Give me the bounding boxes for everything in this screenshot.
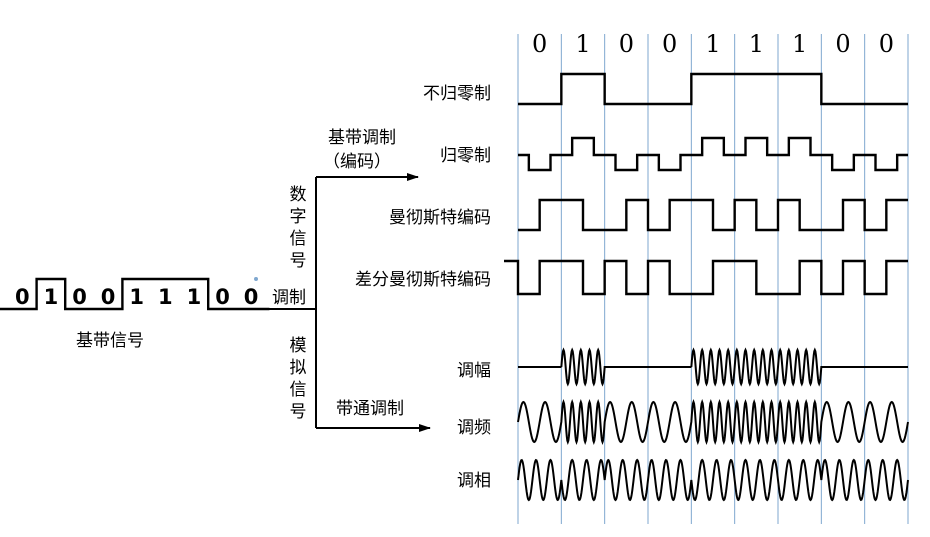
baseband-bit-label: 0 [15,285,30,309]
diff-manchester-waveform [504,259,908,296]
baseband-bit-label: 0 [244,285,259,309]
rz-label: 归零制 [440,146,491,166]
vertical-char: 号 [290,402,307,422]
baseband-bit-label: 1 [129,285,144,309]
nrz-label: 不归零制 [423,84,491,104]
baseband-mod-label: 基带调制 [328,128,396,148]
baseband-bit-label: 1 [187,285,202,309]
baseband-bit-label: 0 [101,285,116,309]
baseband-bit-label: 1 [158,285,173,309]
nrz-waveform [518,72,908,106]
rz-waveform [518,136,908,172]
vertical-char: 模 [290,336,307,356]
bit-label: 0 [879,30,894,58]
baseband-mod-sublabel: （编码） [323,152,391,172]
modulation-label: 调制 [272,288,306,308]
fm-waveform [517,399,909,445]
manchester-label: 曼彻斯特编码 [389,208,491,228]
vertical-char: 信 [290,380,307,400]
vertical-char: 字 [290,207,307,227]
baseband-bit-label: 0 [72,285,87,309]
pm-waveform [517,458,909,502]
vertical-char: 信 [290,229,307,249]
fm-label: 调频 [457,418,491,438]
vertical-char: 数 [290,185,307,205]
passband-mod-label: 带通调制 [336,399,404,419]
manchester-waveform [518,198,908,232]
dot-mark [254,277,258,281]
am-label: 调幅 [457,361,491,381]
vertical-char: 拟 [290,358,307,378]
diff-manchester-label: 差分曼彻斯特编码 [355,270,491,290]
pm-label: 调相 [457,471,491,491]
bit-label: 0 [619,30,634,58]
bit-label: 1 [575,30,590,58]
bit-label: 0 [532,30,547,58]
bit-label: 1 [792,30,807,58]
bit-label: 0 [835,30,850,58]
bit-label: 0 [662,30,677,58]
baseband-waveform [0,277,270,311]
bit-label: 1 [705,30,720,58]
baseband-bit-label: 1 [44,285,59,309]
vertical-char: 号 [290,251,307,271]
bit-label: 1 [749,30,764,58]
baseband-label: 基带信号 [76,331,144,351]
am-waveform [518,347,908,387]
baseband-bit-label: 0 [215,285,230,309]
